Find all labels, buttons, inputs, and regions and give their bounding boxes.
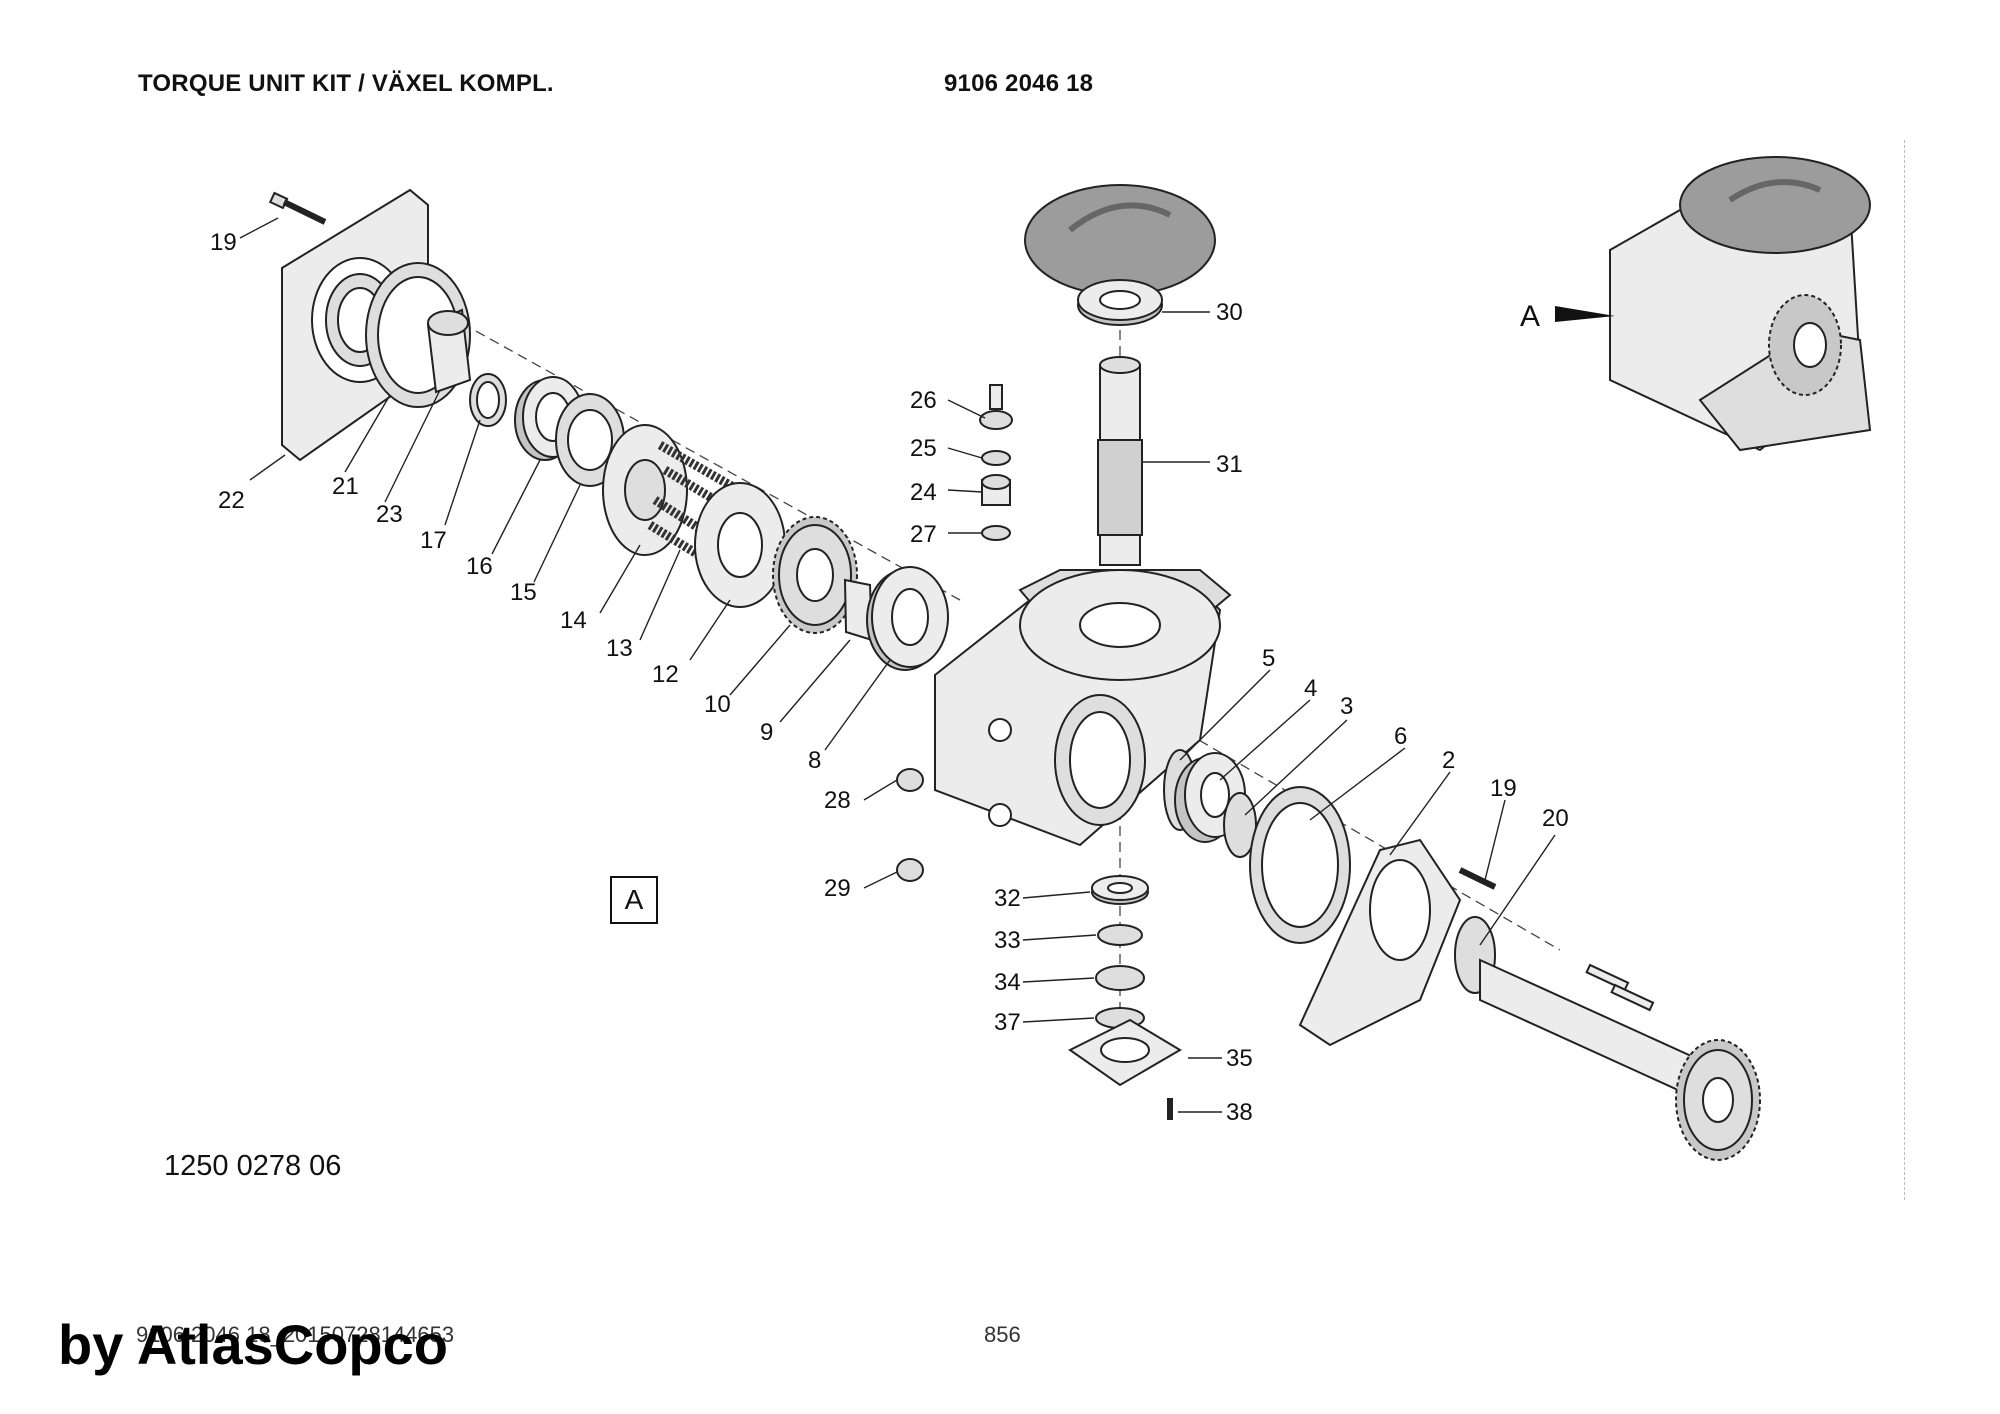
- callout-28: 28: [824, 787, 851, 814]
- callout-25: 25: [910, 435, 937, 462]
- callout-35: 35: [1226, 1045, 1253, 1072]
- plug-28: [896, 768, 924, 792]
- plug-29: [896, 858, 924, 882]
- o-ring-27: [981, 525, 1011, 541]
- output-shaft: [1479, 958, 1761, 1161]
- inset-assembled-view: [1555, 156, 1872, 452]
- key-b: [1610, 983, 1655, 1012]
- callout-20: 20: [1542, 805, 1569, 832]
- callout-32: 32: [994, 885, 1021, 912]
- fitting-26: [979, 384, 1013, 430]
- disc-12: [694, 482, 786, 608]
- sleeve-23: [426, 308, 472, 394]
- ring-33: [1097, 924, 1143, 946]
- document-title: TORQUE UNIT KIT / VÄXEL KOMPL.: [138, 70, 554, 97]
- callout-30: 30: [1216, 299, 1243, 326]
- nut-34: [1095, 965, 1145, 991]
- inset-view-label: A: [1520, 300, 1540, 333]
- key-a: [1585, 963, 1630, 992]
- callout-27: 27: [910, 521, 937, 548]
- o-ring-25: [981, 450, 1011, 466]
- callout-29: 29: [824, 875, 851, 902]
- main-axis-line: [419, 299, 961, 601]
- drawing-number: 1250 0278 06: [164, 1150, 342, 1182]
- callout-16: 16: [466, 553, 493, 580]
- callout-31: 31: [1216, 451, 1243, 478]
- margin-dashed-line: [1904, 140, 1905, 1200]
- callout-14: 14: [560, 607, 587, 634]
- document-id: 9106 2046 18_20150728144653: [136, 1322, 455, 1347]
- callout-15: 15: [510, 579, 537, 606]
- brand-watermark: by AtlasCopco: [58, 1313, 448, 1376]
- callout-24: 24: [910, 479, 937, 506]
- bearing-32: [1091, 875, 1149, 905]
- callout-2: 2: [1442, 747, 1455, 774]
- callout-5: 5: [1262, 645, 1275, 672]
- bolt-19: [268, 191, 327, 225]
- callout-21: 21: [332, 473, 359, 500]
- bushing-24: [981, 474, 1011, 506]
- shaft-31: [1097, 356, 1143, 566]
- callout-12: 12: [652, 661, 679, 688]
- callout-33: 33: [994, 927, 1021, 954]
- callout-19b: 19: [1490, 775, 1517, 802]
- callout-4: 4: [1304, 675, 1317, 702]
- page-number: 856: [984, 1322, 1021, 1347]
- callout-8: 8: [808, 747, 821, 774]
- callout-9: 9: [760, 719, 773, 746]
- callout-26: 26: [910, 387, 937, 414]
- callout-22: 22: [218, 487, 245, 514]
- callout-17: 17: [420, 527, 447, 554]
- callout-numbers: 19 22 21 23 17 16 15 14 13 12 10 9 8 26 …: [210, 229, 1569, 1126]
- callout-3: 3: [1340, 693, 1353, 720]
- callout-10: 10: [704, 691, 731, 718]
- callout-38: 38: [1226, 1099, 1253, 1126]
- flange-35: [1068, 1018, 1182, 1087]
- callout-19a: 19: [210, 229, 237, 256]
- view-a-label: A: [610, 876, 658, 924]
- callout-6: 6: [1394, 723, 1407, 750]
- callout-23: 23: [376, 501, 403, 528]
- gearbox-housing: [934, 569, 1232, 847]
- gear-10: [772, 516, 858, 634]
- callout-37: 37: [994, 1009, 1021, 1036]
- part-number: 9106 2046 18: [944, 70, 1094, 97]
- output-axis-line: [1129, 699, 1561, 951]
- callout-34: 34: [994, 969, 1021, 996]
- callout-13: 13: [606, 635, 633, 662]
- ring-8: [866, 566, 949, 671]
- leader-lines: [239, 217, 1556, 1113]
- bracket-2: [1298, 838, 1462, 1047]
- bolt-19b: [1458, 867, 1497, 890]
- cover-30: [1024, 184, 1216, 326]
